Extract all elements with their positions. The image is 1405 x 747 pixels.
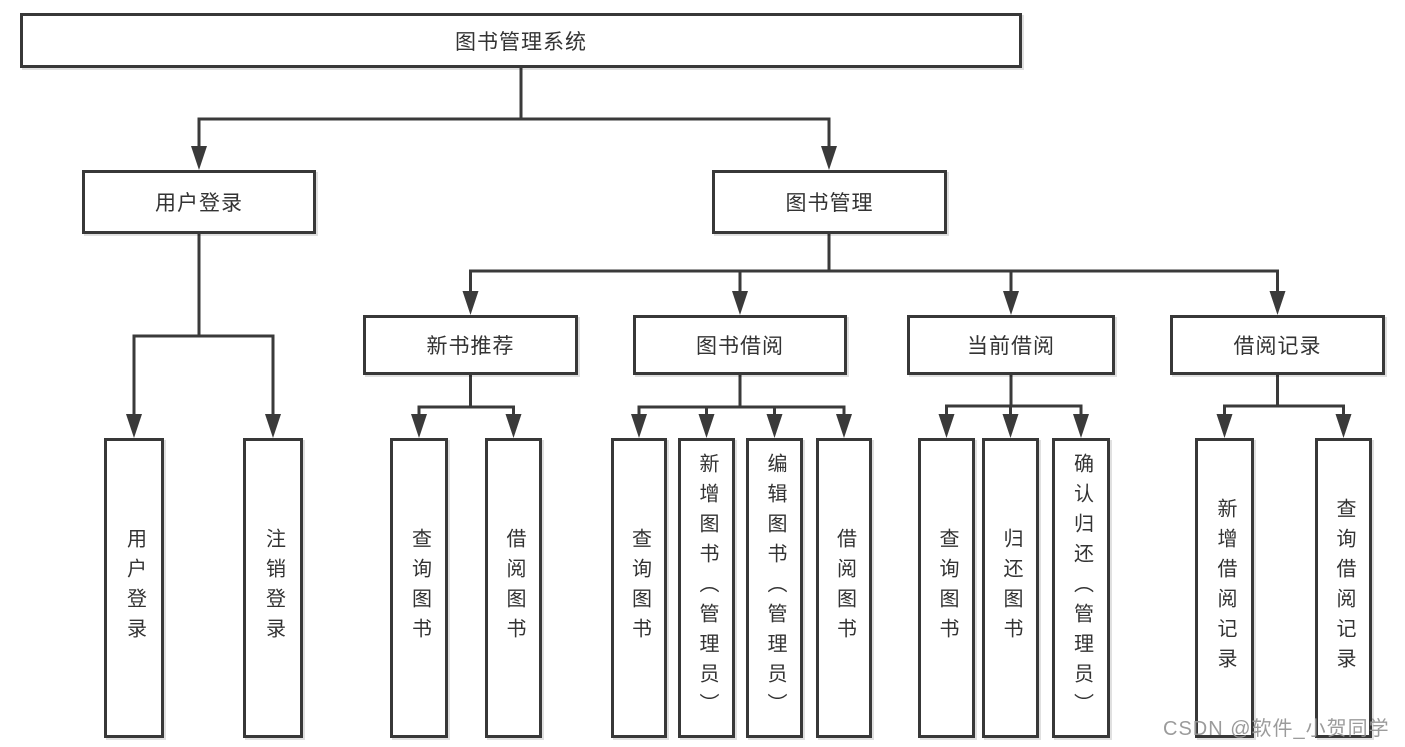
arrowhead [766, 414, 783, 438]
node-book-borrowing: 图书借阅 [633, 315, 847, 375]
arrowhead [191, 146, 207, 170]
connector-root [197, 68, 831, 152]
node-label: 借阅图书 [503, 528, 525, 648]
arrowhead [631, 414, 647, 438]
node-label: 查询借阅记录 [1333, 498, 1355, 678]
arrowhead [836, 414, 852, 438]
arrowhead [505, 414, 522, 438]
node-new-book-recommend: 新书推荐 [363, 315, 578, 375]
arrowhead [1073, 414, 1089, 438]
connector-book-management [469, 234, 1279, 294]
arrowhead [462, 291, 479, 315]
node-current-borrowing: 当前借阅 [907, 315, 1115, 375]
arrowhead [1216, 414, 1233, 438]
node-label: 借阅记录 [1233, 335, 1322, 358]
arrowhead [265, 414, 281, 438]
node-records-add-record: 新增借阅记录 [1195, 438, 1254, 738]
arrowhead [938, 414, 955, 438]
node-label: 查询图书 [408, 528, 431, 648]
watermark: CSDN @软件_小贺同学 [1163, 718, 1390, 740]
node-label: 用户登录 [155, 192, 243, 215]
node-borrow-edit-books-admin: 编辑图书（管理员） [746, 438, 803, 738]
node-label: 新书推荐 [426, 335, 515, 358]
node-label: 注销登录 [262, 528, 285, 648]
node-label: 确认归还（管理员） [1070, 453, 1093, 723]
node-label: 查询图书 [936, 528, 958, 648]
arrowhead [1003, 291, 1019, 315]
node-records-query-record: 查询借阅记录 [1315, 438, 1372, 738]
node-label: 新增图书（管理员） [696, 453, 718, 723]
connector-borrowing-records [1223, 375, 1345, 418]
node-label: 编辑图书（管理员） [764, 453, 786, 723]
node-label: 图书管理系统 [455, 30, 587, 54]
node-borrow-borrow-books: 借阅图书 [816, 438, 872, 738]
node-label: 图书管理 [785, 192, 874, 215]
node-logout: 注销登录 [243, 438, 303, 738]
arrowhead [821, 146, 837, 170]
node-borrow-query-books: 查询图书 [611, 438, 667, 738]
node-user-login: 用户登录 [82, 170, 316, 234]
node-borrow-add-books-admin: 新增图书（管理员） [678, 438, 735, 738]
node-book-management: 图书管理 [712, 170, 947, 234]
connector-current-borrowing [945, 375, 1083, 418]
node-current-confirm-return-admin: 确认归还（管理员） [1052, 438, 1110, 738]
arrowhead [1335, 414, 1352, 438]
node-label: 查询图书 [628, 528, 651, 648]
node-current-return-books: 归还图书 [982, 438, 1039, 738]
node-borrowing-records: 借阅记录 [1170, 315, 1385, 375]
connector-user-login [132, 234, 275, 418]
node-label: 当前借阅 [967, 335, 1055, 358]
connector-new-book [417, 375, 515, 418]
connector-book-borrowing [637, 375, 846, 418]
arrowhead [732, 291, 748, 315]
arrowhead [411, 414, 427, 438]
node-label: 借阅图书 [833, 528, 856, 648]
node-label: 新增借阅记录 [1214, 498, 1236, 678]
node-label: 用户登录 [123, 528, 146, 648]
arrowhead [1002, 414, 1019, 438]
arrowhead [698, 414, 715, 438]
node-label: 图书借阅 [696, 335, 784, 358]
node-current-query-books: 查询图书 [918, 438, 975, 738]
node-user-login-action: 用户登录 [104, 438, 164, 738]
node-newrec-borrow-books: 借阅图书 [485, 438, 542, 738]
arrowhead [1269, 291, 1286, 315]
node-library-system: 图书管理系统 [20, 13, 1022, 68]
node-newrec-query-books: 查询图书 [390, 438, 448, 738]
node-label: 归还图书 [1000, 528, 1022, 648]
arrowhead [126, 414, 142, 438]
